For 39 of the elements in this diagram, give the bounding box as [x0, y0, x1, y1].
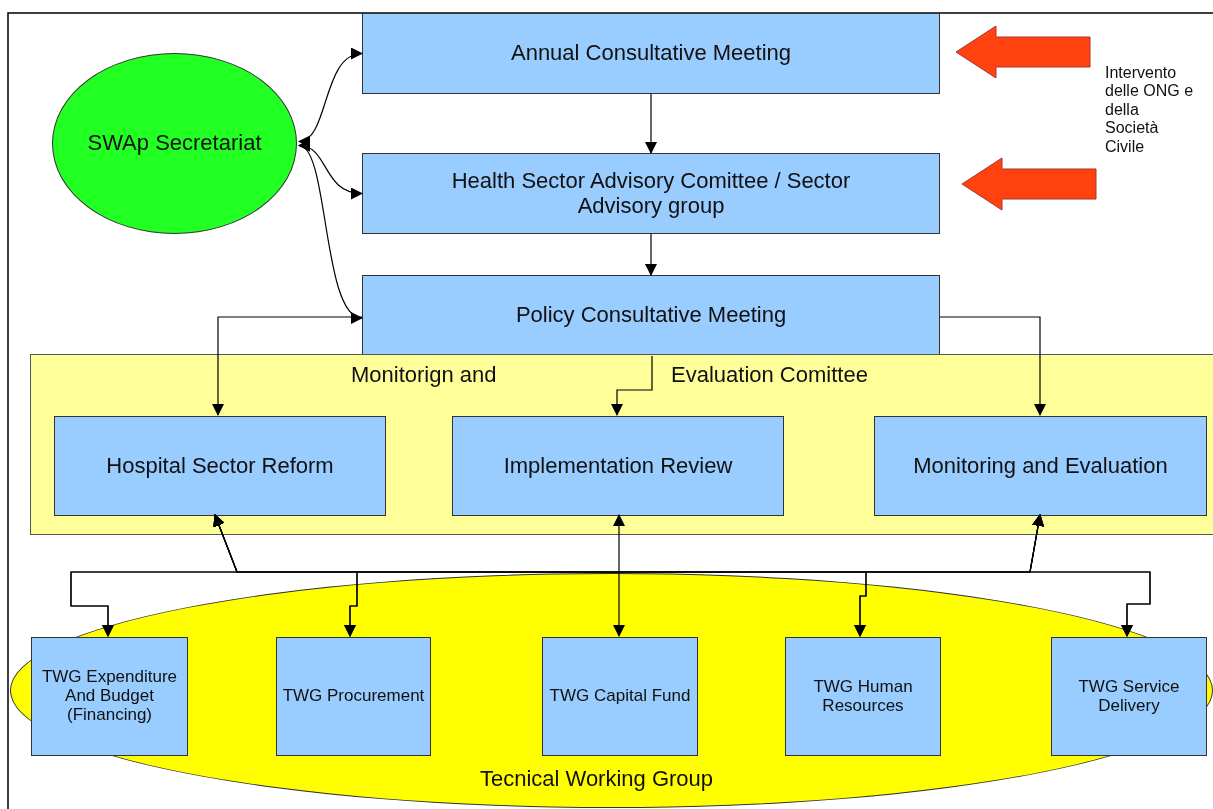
- node-label: Health Sector Advisory Comittee / Sector Advisory group: [451, 169, 851, 218]
- process-box: [31, 637, 188, 756]
- node-label: TWG Service Delivery: [1077, 677, 1181, 716]
- arrow: [939, 316, 1046, 416]
- arrow: [1029, 514, 1151, 637]
- node-label: Annual Consultative Meeting: [510, 41, 792, 66]
- node-label: Policy Consultative Meeting: [515, 303, 787, 328]
- node-label: SWAp Secretariat: [87, 131, 262, 156]
- block-arrow: [955, 25, 1091, 79]
- band-title: Evaluation Comittee: [671, 363, 868, 388]
- node-label: Tecnical Working Group: [479, 766, 714, 791]
- node-label: Monitoring and Evaluation: [913, 453, 1168, 479]
- working-group-ellipse: [10, 573, 1213, 808]
- arrow: [611, 355, 653, 416]
- arrow: [645, 93, 657, 154]
- process-box: [362, 275, 940, 356]
- node-label: TWG Procurement: [282, 687, 425, 706]
- process-box: [452, 416, 784, 516]
- process-box: [1051, 637, 1207, 756]
- node-label: TWG Human Resources: [812, 677, 914, 716]
- node-label: TWG Capital Fund: [549, 687, 691, 706]
- process-box: [276, 637, 431, 756]
- node-label: Hospital Sector Reform: [106, 453, 334, 479]
- process-box: [54, 416, 386, 516]
- process-box: [542, 637, 698, 756]
- arrow: [613, 514, 625, 637]
- committee-band: [30, 354, 1213, 535]
- node-label: TWG Expenditure And Budget (Financing): [40, 668, 179, 725]
- process-box: [362, 153, 940, 234]
- arrow: [212, 316, 363, 416]
- arrow: [645, 233, 657, 276]
- process-box: [785, 637, 941, 756]
- process-box: [874, 416, 1207, 516]
- note-text: Intervento delle ONG e della Società Civile: [1105, 64, 1195, 156]
- arrow: [298, 49, 363, 145]
- block-arrow: [961, 157, 1097, 211]
- band-title: Monitorign and: [351, 363, 497, 388]
- process-box: [362, 13, 940, 94]
- node-label: Implementation Review: [503, 453, 733, 479]
